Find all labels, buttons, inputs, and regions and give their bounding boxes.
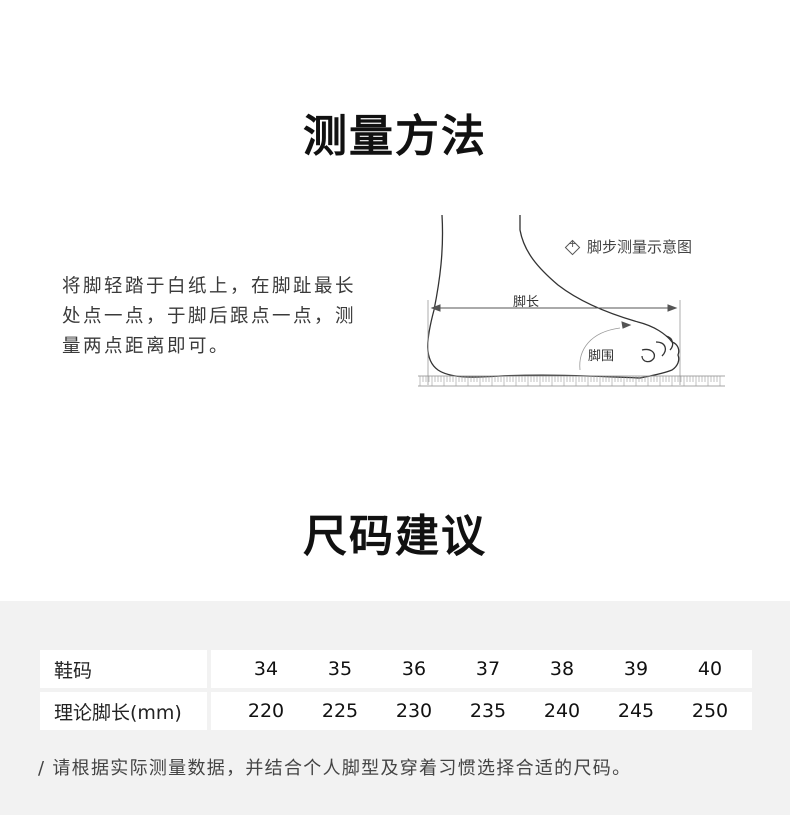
table-cell: 240 — [543, 700, 581, 722]
table-cell: 40 — [697, 658, 723, 680]
size-recommendation-title: 尺码建议 — [303, 511, 487, 562]
table-cell: 37 — [475, 658, 501, 680]
table-cell: 35 — [327, 658, 353, 680]
table-cell: 38 — [549, 658, 575, 680]
table-row-shoe-size: 鞋码 34 35 36 37 38 39 40 — [40, 650, 752, 688]
size-table: 鞋码 34 35 36 37 38 39 40 理论脚长(mm) 220 225… — [40, 650, 752, 734]
table-cell: 39 — [623, 658, 649, 680]
measurement-instructions: 将脚轻踏于白纸上，在脚趾最长处点一点，于脚后跟点一点，测量两点距离即可。 — [62, 276, 357, 357]
table-row-foot-length: 理论脚长(mm) 220 225 230 235 240 245 250 — [40, 692, 752, 730]
table-cell: 235 — [469, 700, 507, 722]
diamond-plus-icon — [565, 237, 579, 254]
row-cells-foot-length: 220 225 230 235 240 245 250 — [211, 692, 752, 730]
foot-measurement-diagram — [418, 214, 725, 387]
foot-girth-label: 脚围 — [588, 349, 615, 364]
table-cell: 225 — [321, 700, 359, 722]
table-cell: 250 — [691, 700, 729, 722]
size-selection-note: / 请根据实际测量数据，并结合个人脚型及穿着习惯选择合适的尺码。 — [38, 758, 632, 779]
table-cell: 34 — [253, 658, 279, 680]
diagram-caption-text: 脚步测量示意图 — [587, 238, 693, 256]
row-header-foot-length: 理论脚长(mm) — [40, 692, 207, 730]
foot-length-label: 脚长 — [513, 295, 540, 310]
row-header-shoe-size: 鞋码 — [40, 650, 207, 688]
table-cell: 230 — [395, 700, 433, 722]
diagram-caption: 脚步测量示意图 — [565, 236, 692, 257]
table-cell: 245 — [617, 700, 655, 722]
row-cells-shoe-size: 34 35 36 37 38 39 40 — [211, 650, 752, 688]
table-cell: 36 — [401, 658, 427, 680]
table-cell: 220 — [247, 700, 285, 722]
measurement-method-title: 测量方法 — [303, 111, 487, 162]
